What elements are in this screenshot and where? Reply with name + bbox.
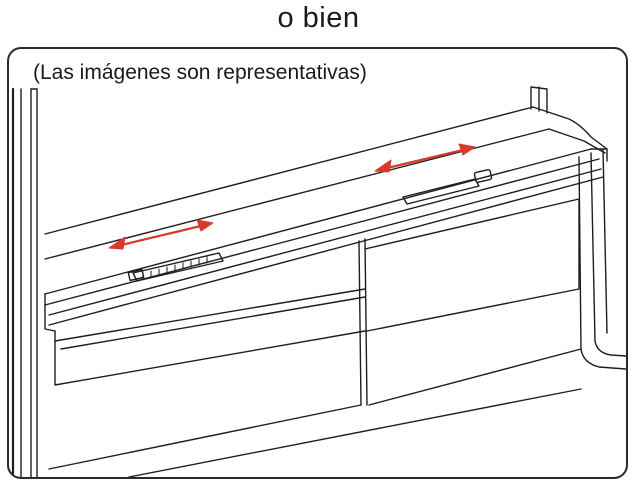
double-arrow-icon bbox=[374, 143, 476, 173]
double-arrow-icon bbox=[108, 219, 214, 250]
shelf-top-surface bbox=[44, 106, 608, 260]
caption-representative-images: (Las imágenes son representativas) bbox=[33, 61, 367, 84]
right-slider bbox=[402, 169, 493, 205]
crisper-drawer-fronts bbox=[48, 198, 582, 477]
illustration-frame: (Las imágenes son representativas) bbox=[7, 47, 628, 479]
heading-o-bien: o bien bbox=[277, 2, 360, 34]
left-cabinet-wall bbox=[11, 87, 38, 477]
left-slider-vent bbox=[127, 252, 224, 282]
fridge-shelf-drawing bbox=[11, 86, 626, 477]
